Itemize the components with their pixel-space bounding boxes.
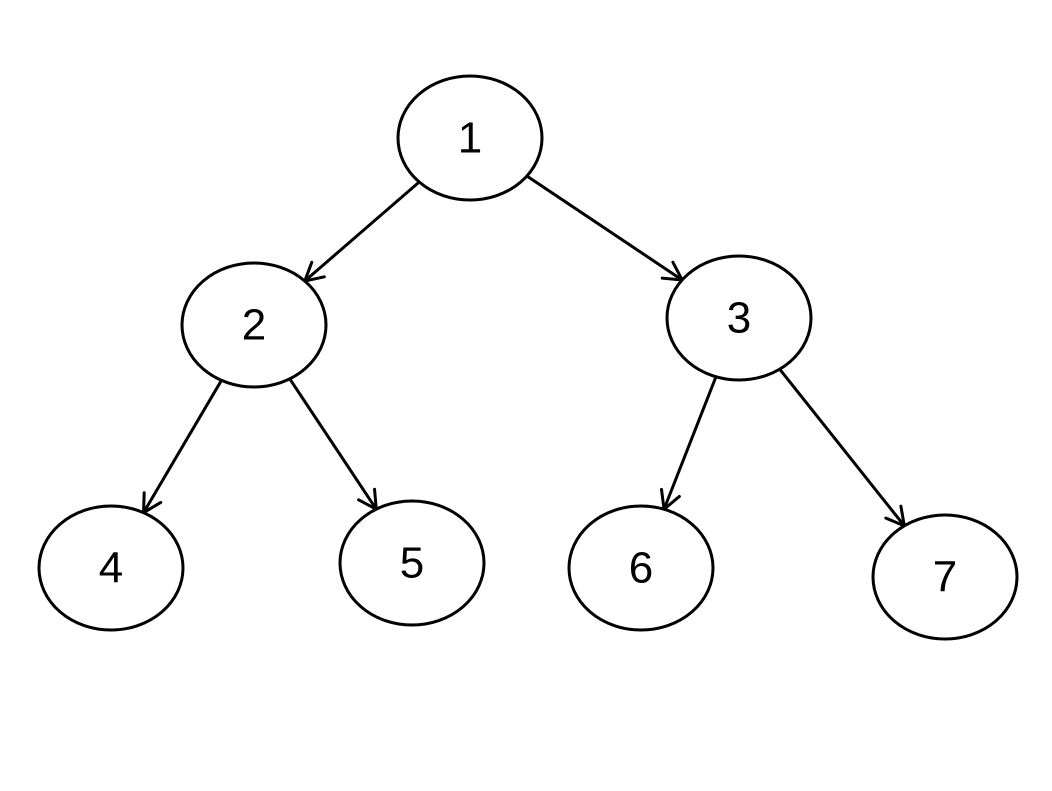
node-2: 2 — [180, 261, 328, 389]
arrowhead-icon — [660, 260, 684, 282]
node-ellipse — [180, 261, 328, 389]
node-label: 2 — [242, 301, 266, 350]
node-label: 3 — [727, 294, 751, 343]
node-ellipse — [37, 504, 185, 632]
node-1: 1 — [396, 74, 544, 202]
node-4: 4 — [37, 504, 185, 632]
edge-line — [526, 174, 683, 282]
node-7: 7 — [871, 513, 1019, 641]
edge-3-7 — [778, 368, 906, 528]
node-label: 6 — [629, 544, 653, 593]
node-ellipse — [567, 504, 715, 632]
edge-line — [288, 377, 378, 511]
edge-2-4 — [142, 379, 223, 515]
node-ellipse — [665, 254, 813, 382]
edge-line — [142, 379, 223, 514]
node-ellipse — [396, 74, 544, 202]
arrowhead-icon — [357, 487, 378, 511]
edge-line — [778, 368, 906, 527]
node-6: 6 — [567, 504, 715, 632]
edge-2-5 — [288, 377, 378, 511]
edge-line — [662, 376, 718, 510]
edge-line — [303, 180, 421, 283]
node-label: 7 — [933, 553, 957, 602]
node-label: 5 — [400, 539, 424, 588]
node-ellipse — [338, 499, 486, 627]
edge-1-2 — [303, 180, 421, 283]
node-label: 1 — [458, 114, 482, 163]
node-label: 4 — [99, 544, 123, 593]
edge-1-3 — [526, 174, 684, 282]
nodes-layer: 1 2 3 4 5 6 7 — [37, 74, 1019, 641]
node-5: 5 — [338, 499, 486, 627]
edge-3-6 — [660, 376, 718, 511]
node-3: 3 — [665, 254, 813, 382]
node-ellipse — [871, 513, 1019, 641]
edges-layer — [142, 174, 906, 528]
